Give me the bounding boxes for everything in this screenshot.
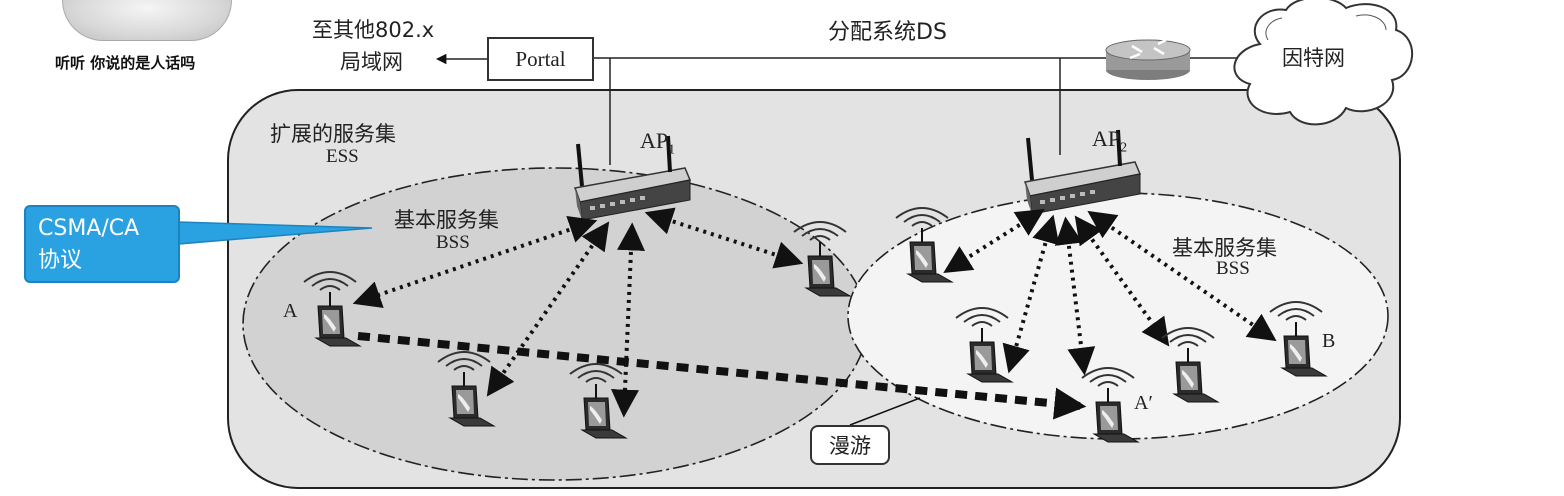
link-ap1-sta4 bbox=[644, 207, 804, 269]
ap2-name: AP bbox=[1092, 126, 1121, 151]
roaming-path bbox=[357, 332, 1087, 420]
csma-ca-callout: CSMA/CA 协议 bbox=[24, 205, 180, 283]
bss-left-label-line1: 基本服务集 bbox=[394, 208, 499, 232]
bss-right-label-line1: 基本服务集 bbox=[1172, 236, 1277, 260]
bss-left-label-line2: BSS bbox=[436, 232, 470, 253]
distribution-system-label: 分配系统DS bbox=[828, 20, 947, 45]
link-ap2-sta6 bbox=[1002, 214, 1060, 374]
ap1-label: AP1 bbox=[640, 128, 675, 158]
backbone-router-icon bbox=[1105, 38, 1191, 80]
ap2-label: AP2 bbox=[1092, 126, 1127, 156]
ess-label-line1: 扩展的服务集 bbox=[270, 122, 396, 146]
roaming-leader-line bbox=[849, 397, 921, 426]
meme-face-image bbox=[62, 0, 232, 41]
other-lan-label-line2: 局域网 bbox=[340, 50, 403, 74]
station-b-label: B bbox=[1322, 330, 1336, 352]
portal-box: Portal bbox=[487, 37, 594, 81]
ess-label-line2: ESS bbox=[326, 146, 359, 167]
ap1-subscript: 1 bbox=[668, 142, 676, 158]
bss-right-label-line2: BSS bbox=[1216, 258, 1250, 279]
station-a-prime-label: A′ bbox=[1134, 392, 1153, 414]
station-a-label: A bbox=[283, 300, 298, 322]
ap1-name: AP bbox=[640, 128, 669, 153]
ap2-subscript: 2 bbox=[1120, 140, 1128, 156]
internet-label: 因特网 bbox=[1282, 46, 1345, 70]
internet-cloud-icon bbox=[1233, 0, 1413, 126]
roaming-label: 漫游 bbox=[810, 425, 890, 465]
callout-line2: 协议 bbox=[38, 248, 83, 273]
callout-line1: CSMA/CA bbox=[38, 216, 140, 241]
meme-caption: 听听 你说的是人话吗 bbox=[55, 54, 196, 72]
link-ap1-sta2 bbox=[486, 221, 610, 397]
link-ap1-sta3 bbox=[610, 222, 646, 418]
other-lan-label-line1: 至其他802.x bbox=[312, 18, 435, 42]
